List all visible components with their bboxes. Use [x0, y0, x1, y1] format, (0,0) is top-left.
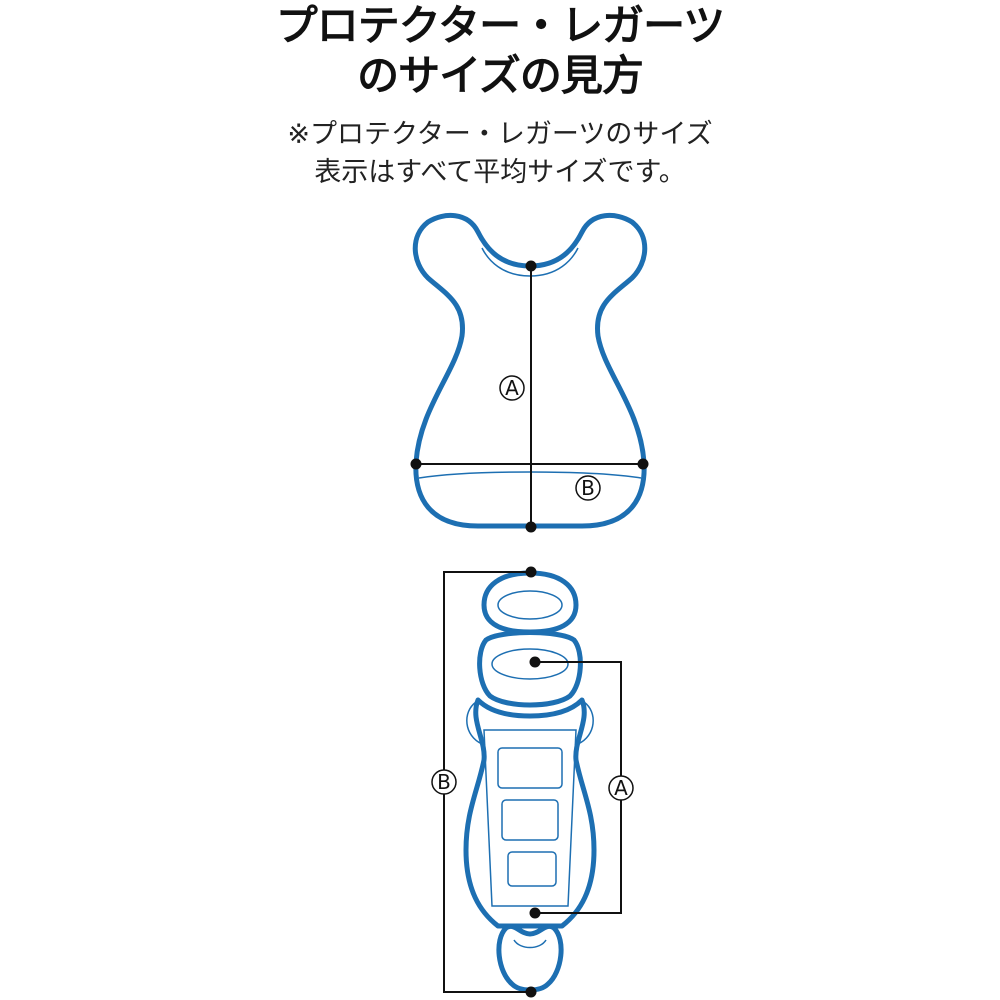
- page-title-line-2: のサイズの見方: [357, 51, 644, 100]
- svg-text:B: B: [437, 770, 451, 794]
- leg-guard-shin-pad-3: [507, 851, 557, 887]
- protector-measure-a-top-point: [525, 260, 537, 272]
- leg-guard-foot-outline: [496, 923, 564, 993]
- protector-measure-b-left-point: [410, 458, 422, 470]
- leg-guard-measure-a-top-point: [529, 656, 541, 668]
- leg-guard-knee-cap-pad: [497, 590, 563, 620]
- leg-guard-shin-pad-2: [501, 799, 559, 841]
- leg-guard-knee-section: [477, 630, 583, 708]
- protector-label-b: B: [575, 475, 601, 501]
- leg-guard-shin-plate: [483, 729, 577, 907]
- leg-guard-label-b: B: [431, 769, 457, 795]
- leg-guard-label-a: A: [608, 775, 634, 801]
- leg-guard-shin-outline: [463, 697, 597, 929]
- protector-measure-b-right-point: [637, 458, 649, 470]
- svg-text:B: B: [581, 476, 595, 500]
- size-note-line-1: ※プロテクター・レガーツのサイズ: [287, 119, 713, 150]
- leg-guard-figure: B A: [431, 566, 634, 998]
- chest-protector-inner-outline: [481, 247, 579, 277]
- svg-text:A: A: [505, 376, 519, 400]
- leg-guard-foot-notch: [513, 939, 547, 949]
- leg-guard-measure-b-top-point: [525, 566, 537, 578]
- protector-measure-a-bottom-point: [525, 521, 537, 533]
- leg-guard-measure-b-bottom-point: [525, 986, 537, 998]
- leg-guard-knee-section-pad: [491, 648, 569, 680]
- svg-text:A: A: [614, 776, 628, 800]
- leg-guard-shin-pad-1: [497, 747, 563, 789]
- chest-protector-figure: A B: [410, 212, 649, 533]
- leg-guard-side-wing-right: [577, 701, 594, 745]
- size-note-line-2: 表示はすべて平均サイズです。: [314, 157, 686, 188]
- page-title-line-1: プロテクター・レガーツ: [275, 1, 725, 50]
- leg-guard-measure-a-bottom-point: [529, 907, 541, 919]
- protector-label-a: A: [499, 375, 525, 401]
- leg-guard-side-wing-left: [466, 701, 483, 745]
